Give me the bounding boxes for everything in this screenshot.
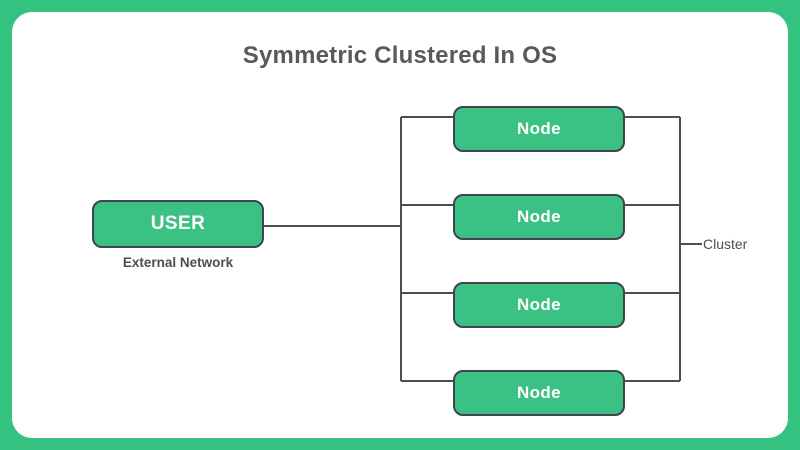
node-box-2[interactable]: Node bbox=[453, 194, 625, 240]
user-box-label: USER bbox=[150, 213, 206, 234]
node-box-label: Node bbox=[516, 383, 562, 402]
diagram-card: Symmetric Clustered In OS USER External … bbox=[12, 12, 788, 438]
node-box-label: Node bbox=[516, 207, 562, 226]
external-network-caption: External Network bbox=[122, 255, 234, 270]
node-box-1[interactable]: Node bbox=[453, 106, 625, 152]
node-box-label: Node bbox=[516, 295, 562, 314]
node-box-label: Node bbox=[516, 119, 562, 138]
node-box-3[interactable]: Node bbox=[453, 282, 625, 328]
page-title: Symmetric Clustered In OS bbox=[242, 42, 558, 69]
cluster-label: Cluster bbox=[703, 236, 748, 252]
node-box-4[interactable]: Node bbox=[453, 370, 625, 416]
user-box[interactable]: USER bbox=[92, 200, 264, 248]
connector-lines bbox=[264, 116, 702, 382]
